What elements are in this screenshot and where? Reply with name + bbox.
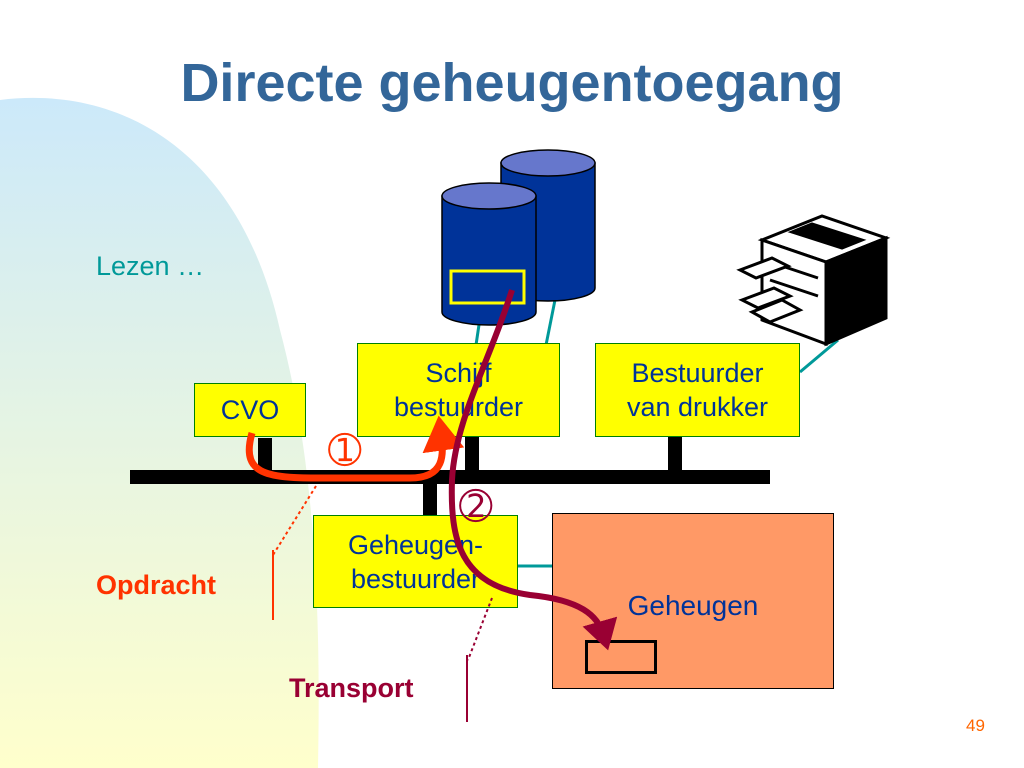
printer-controller-label-line1: Bestuurder: [631, 358, 764, 388]
bus-drop-memory: [423, 482, 437, 516]
background-shape: [0, 97, 319, 768]
disk-controller-box: Schijf bestuurder: [357, 343, 560, 437]
memory-data-block: [585, 640, 657, 674]
bus-drop-disk: [465, 436, 479, 472]
page-number: 49: [966, 716, 985, 735]
step-2-marker: ➁: [459, 484, 493, 530]
memory-controller-label-line1: Geheugen-: [347, 529, 484, 560]
system-bus: [130, 470, 770, 484]
disk-controller-label-line2: bestuurder: [393, 392, 524, 422]
printer-controller-label-line2: van drukker: [626, 392, 769, 422]
cpu-box: CVO: [194, 383, 306, 437]
memory-label: Geheugen: [627, 590, 759, 621]
disk-connector-2: [544, 299, 557, 346]
printer-icon: [736, 214, 891, 347]
bus-drop-printer: [668, 436, 682, 472]
transport-label: Transport: [289, 673, 414, 703]
slide-subtitle: Lezen …: [96, 251, 205, 281]
bus-drop-cpu: [258, 438, 272, 472]
command-label: Opdracht: [96, 570, 217, 600]
memory-box: Geheugen: [552, 513, 834, 689]
disk-controller-label-line1: Schijf: [425, 358, 492, 388]
slide-title: Directe geheugentoegang: [180, 53, 844, 113]
memory-controller-label-line2: bestuurder: [350, 563, 481, 594]
printer-controller-box: Bestuurder van drukker: [595, 343, 800, 437]
cpu-label: CVO: [220, 395, 280, 425]
step-1-marker: ➀: [328, 428, 362, 474]
printer-connector: [799, 338, 839, 374]
disk-drum-front: [441, 182, 537, 326]
